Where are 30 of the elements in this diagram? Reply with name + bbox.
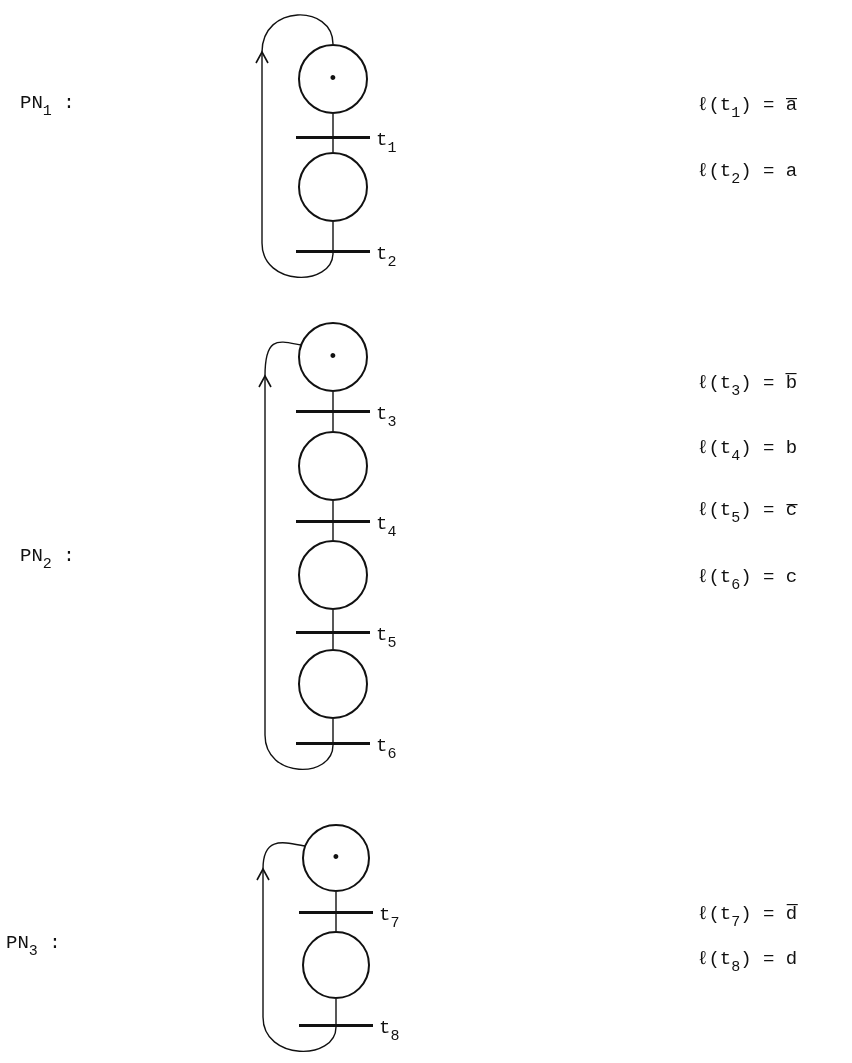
labelling-formula: ℓ(t$_{6}$) = c [697, 566, 798, 596]
place-circle [298, 44, 368, 114]
transition-label: t$_{4}$ [376, 514, 397, 543]
transition-label: t$_{5}$ [376, 625, 397, 654]
net-name: PN$_{1}$ : [20, 92, 75, 122]
net-name: PN$_{2}$ : [20, 545, 75, 575]
transition-label: t$_{3}$ [376, 404, 397, 433]
labelling-formula: ℓ(t$_{1}$) = a̅ [697, 94, 798, 124]
transition-label: t$_{6}$ [376, 736, 397, 765]
place-circle [302, 824, 370, 892]
transition-label: t$_{1}$ [376, 130, 397, 159]
transition-label: t$_{2}$ [376, 244, 397, 273]
place-circle [298, 540, 368, 610]
token-mark: • [330, 849, 342, 867]
labelling-formula: ℓ(t$_{7}$) = d̅ [697, 903, 798, 933]
transition-label: t$_{8}$ [379, 1018, 400, 1047]
labelling-formula: ℓ(t$_{4}$) = b [697, 437, 798, 467]
labelling-formula: ℓ(t$_{3}$) = b̅ [697, 372, 798, 402]
labelling-formula: ℓ(t$_{5}$) = c̅ [697, 499, 798, 529]
place-circle [298, 649, 368, 719]
transition-label: t$_{7}$ [379, 905, 400, 934]
token-mark: • [327, 70, 339, 88]
labelling-formula: ℓ(t$_{2}$) = a [697, 160, 798, 190]
token-mark: • [327, 348, 339, 366]
place-circle [298, 152, 368, 222]
place-circle [298, 431, 368, 501]
place-circle [298, 322, 368, 392]
net-name: PN$_{3}$ : [6, 932, 61, 962]
labelling-formula: ℓ(t$_{8}$) = d [697, 948, 798, 978]
place-circle [302, 931, 370, 999]
